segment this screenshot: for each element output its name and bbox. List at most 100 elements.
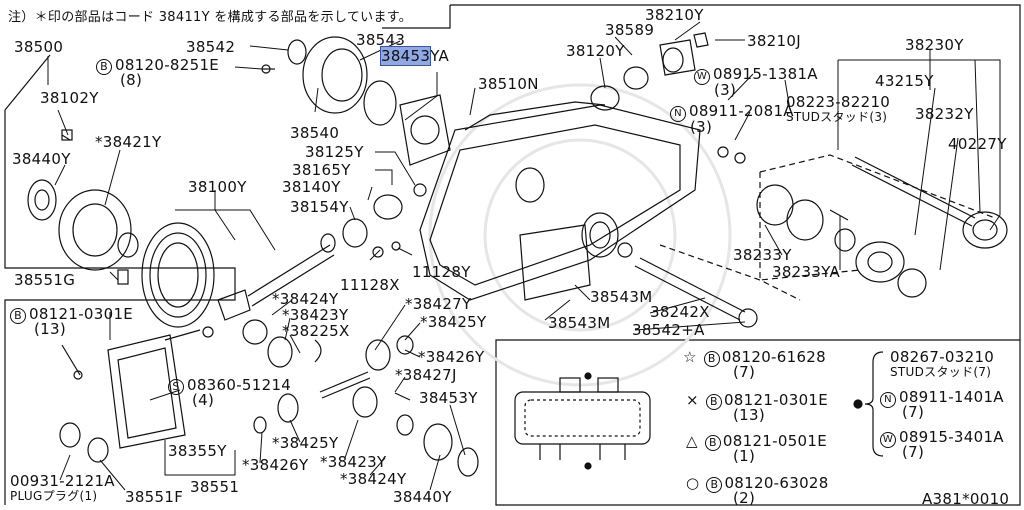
part-38440y-a: 38440Y <box>12 150 71 168</box>
legend-stud-qty: STUDスタッド(7) <box>890 365 992 379</box>
part-38426y-b: *38426Y <box>242 456 309 474</box>
qty-3b: (3) <box>690 118 713 136</box>
rear-cover <box>59 269 214 463</box>
figure-id: A381*0010 <box>922 490 1010 508</box>
part-38355y: 38355Y <box>168 442 227 460</box>
part-38589: 38589 <box>605 21 655 39</box>
part-38210j: 38210J <box>747 32 801 50</box>
part-38500: 38500 <box>14 38 64 56</box>
legend-nut-qty: (7) <box>902 403 925 421</box>
part-40227y: 40227Y <box>948 135 1007 153</box>
part-38542a: 38542+A <box>632 321 705 339</box>
highlighted-part-number: 38453 <box>379 46 432 66</box>
header-note: 注）＊印の部品はコード 38411Y を構成する部品を示しています。 <box>8 10 413 25</box>
qty-3a: (3) <box>714 81 737 99</box>
part-38165y: 38165Y <box>292 161 351 179</box>
part-38230y: 38230Y <box>905 36 964 54</box>
part-38125y: 38125Y <box>305 143 364 161</box>
legend-triangle-qty: (1) <box>733 447 756 465</box>
qty-4: (4) <box>192 391 215 409</box>
qty-8: (8) <box>120 71 143 89</box>
part-43215y: 43215Y <box>875 72 934 90</box>
part-11128x: 11128X <box>340 276 400 294</box>
part-38551f: 38551F <box>125 488 184 506</box>
s-circle-icon: S <box>168 379 184 395</box>
n-circle-icon: N <box>880 392 896 408</box>
w-circle-icon: W <box>880 432 896 448</box>
b-circle-icon: B <box>705 394 722 410</box>
n-circle-icon: N <box>670 106 686 122</box>
part-38427j: *38427J <box>395 366 457 384</box>
legend-washer-qty: (7) <box>902 443 925 461</box>
part-38427y: *38427Y <box>405 295 472 313</box>
b-circle-icon: B <box>706 477 723 493</box>
b-circle-icon: B <box>704 435 721 451</box>
frame-lines <box>4 4 1021 506</box>
tube <box>617 242 801 328</box>
circle-icon: ○ <box>686 474 700 492</box>
star-icon: ☆ <box>683 348 697 366</box>
w-circle-icon: W <box>694 69 710 85</box>
part-38424y-a: *38424Y <box>272 290 339 308</box>
part-38542: 38542 <box>186 38 236 56</box>
carrier-housing <box>419 101 701 301</box>
differential-case <box>27 129 139 271</box>
part-38423y-b: *38423Y <box>320 453 387 471</box>
b-circle-icon: B <box>10 308 26 324</box>
part-38242x: 38242X <box>650 303 710 321</box>
part-38140y: 38140Y <box>282 178 341 196</box>
part-38543m-b: 38543M <box>548 314 611 332</box>
b-circle-icon: B <box>96 59 112 75</box>
part-38426y-a: *38426Y <box>418 348 485 366</box>
part-38210y: 38210Y <box>645 6 704 24</box>
leader-lines <box>47 21 1001 491</box>
part-38543: 38543 <box>356 31 406 49</box>
part-11128y: 11128Y <box>412 263 471 281</box>
part-08223-82210: 08223-82210 <box>786 93 891 111</box>
top-right-parts <box>590 32 746 164</box>
bolt-pattern-inset <box>514 372 651 470</box>
part-38233y: 38233Y <box>733 246 792 264</box>
part-38440y-b: 38440Y <box>393 488 452 506</box>
legend-bracket <box>853 351 884 457</box>
part-38421y: *38421Y <box>95 133 162 151</box>
legend-star-qty: (7) <box>733 363 756 381</box>
diff-gears <box>242 319 479 477</box>
part-38424y-b: *38424Y <box>340 470 407 488</box>
ring-gear <box>141 222 215 328</box>
part-38543m-a: 38543M <box>590 288 653 306</box>
part-38425y-a: *38425Y <box>420 313 487 331</box>
part-38233ya: 38233YA <box>772 263 841 281</box>
part-38425y-b: *38425Y <box>272 434 339 452</box>
part-suffix: YA <box>430 47 450 65</box>
part-38551: 38551 <box>190 478 240 496</box>
part-38225x: *38225X <box>282 322 350 340</box>
cross-icon: × <box>686 391 699 409</box>
flange-top <box>261 36 451 166</box>
legend-stud: 08267-03210 <box>890 348 995 366</box>
axle-shaft <box>756 154 1008 298</box>
part-38453y: 38453Y <box>419 389 478 407</box>
b-circle-icon: B <box>703 351 720 367</box>
part-38232y: 38232Y <box>915 105 974 123</box>
part-38102y: 38102Y <box>40 89 99 107</box>
part-38453ya: 38453YA <box>379 46 450 66</box>
legend-circle-qty: (2) <box>733 489 756 507</box>
pinion-shaft <box>217 183 427 321</box>
part-38120y: 38120Y <box>566 42 625 60</box>
plug-label: PLUGプラグ(1) <box>10 489 98 503</box>
part-38540: 38540 <box>290 124 340 142</box>
stud-qty-3: STUDスタッド(3) <box>786 110 888 124</box>
part-38423y-a: *38423Y <box>282 306 349 324</box>
